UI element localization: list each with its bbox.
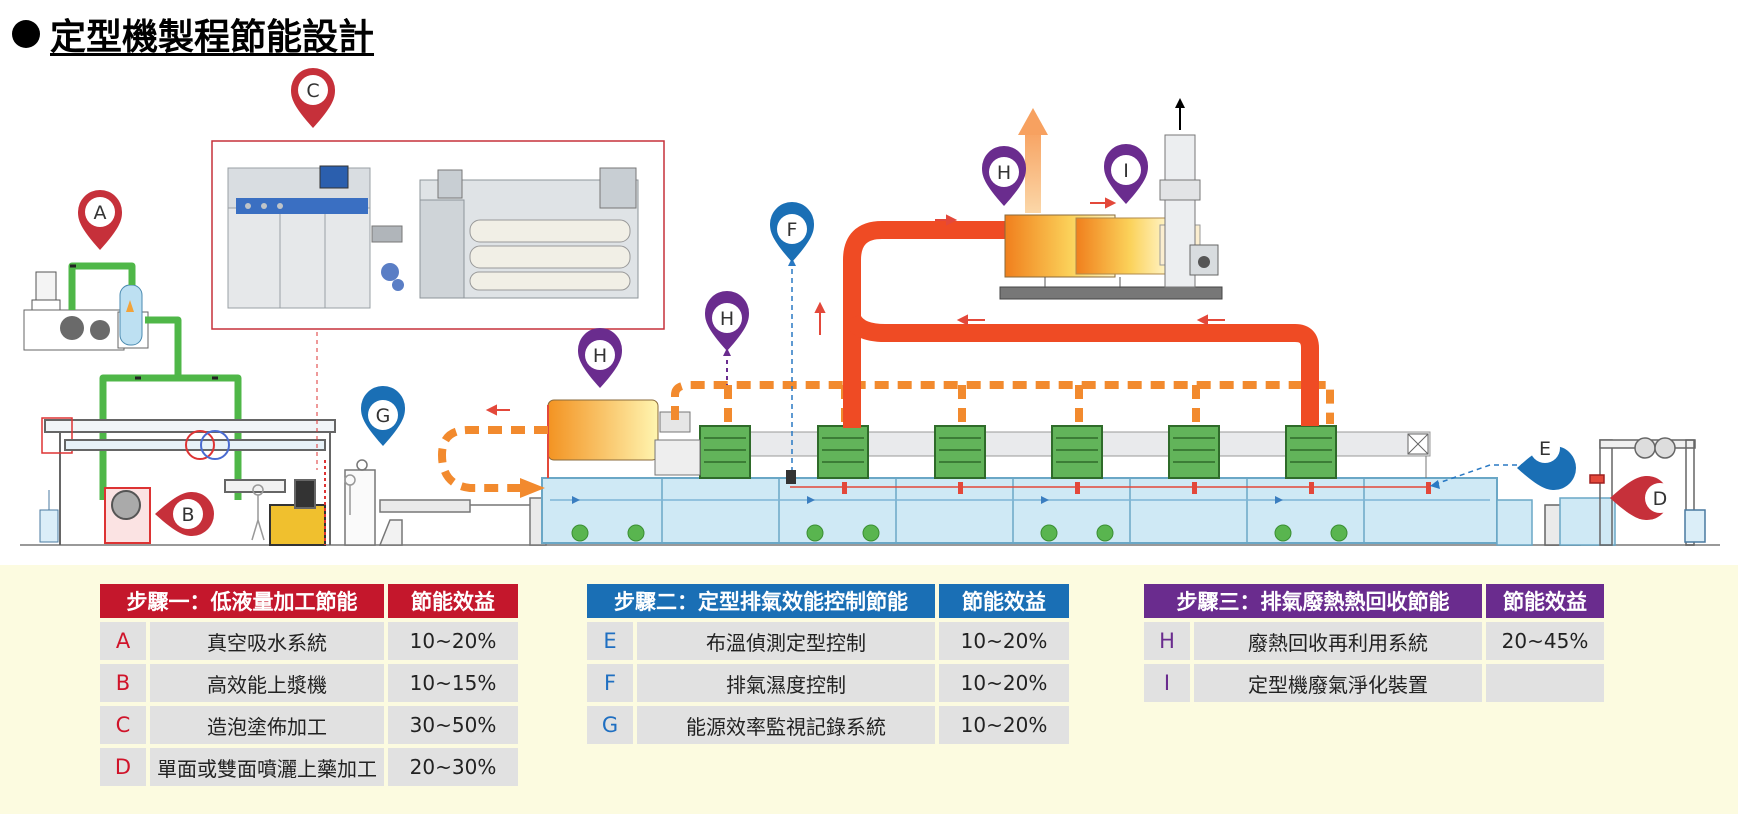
table-row: F 排氣濕度控制 10~20% bbox=[587, 664, 1069, 702]
step1-benefit-header: 節能效益 bbox=[388, 584, 518, 618]
row-benefit: 20~30% bbox=[388, 748, 518, 786]
svg-text:D: D bbox=[1653, 488, 1668, 510]
coating-equipment-photo bbox=[211, 140, 665, 330]
table-row: D 單面或雙面噴灑上藥加工 20~30% bbox=[100, 748, 518, 786]
row-name: 真空吸水系統 bbox=[150, 622, 384, 660]
row-name: 布溫偵測定型控制 bbox=[637, 622, 935, 660]
step3-table: 步驟三：排氣廢熱熱回收節能 節能效益 H 廢熱回收再利用系統 20~45% I … bbox=[1140, 580, 1608, 706]
marker-h-left: H bbox=[578, 328, 622, 388]
marker-g: G bbox=[361, 386, 405, 446]
operator-figures bbox=[251, 474, 356, 541]
small-red-arrows bbox=[485, 404, 510, 416]
stenter-tank bbox=[541, 477, 1498, 544]
row-code: H bbox=[1144, 622, 1190, 660]
step1-table: 步驟一：低液量加工節能 節能效益 A 真空吸水系統 10~20% B 高效能上漿… bbox=[96, 580, 522, 790]
svg-text:H: H bbox=[720, 308, 734, 330]
marker-h-top: H bbox=[982, 146, 1026, 206]
row-name: 排氣濕度控制 bbox=[637, 664, 935, 702]
humidity-sensor bbox=[786, 470, 796, 484]
row-name: 廢熱回收再利用系統 bbox=[1194, 622, 1482, 660]
svg-text:H: H bbox=[593, 345, 607, 367]
row-code: G bbox=[587, 706, 633, 744]
row-benefit: 10~20% bbox=[939, 706, 1069, 744]
red-exhaust-duct bbox=[843, 221, 1319, 428]
marker-a: A bbox=[78, 190, 122, 250]
table-row: G 能源效率監視記錄系統 10~20% bbox=[587, 706, 1069, 744]
exhaust-up-arrow bbox=[1018, 108, 1048, 213]
left-coil bbox=[39, 490, 59, 543]
spray-unit bbox=[1496, 437, 1706, 546]
row-benefit: 20~45% bbox=[1486, 622, 1604, 660]
heat-recovery-unit-left bbox=[547, 399, 701, 478]
row-benefit: 10~20% bbox=[939, 664, 1069, 702]
row-benefit: 10~15% bbox=[388, 664, 518, 702]
svg-text:G: G bbox=[376, 405, 391, 427]
row-code: B bbox=[100, 664, 146, 702]
svg-text:F: F bbox=[787, 219, 798, 241]
marker-f: F bbox=[770, 202, 814, 262]
step1-header: 步驟一：低液量加工節能 bbox=[100, 584, 384, 618]
svg-text:H: H bbox=[997, 162, 1011, 184]
table-row: B 高效能上漿機 10~15% bbox=[100, 664, 518, 702]
row-name: 造泡塗佈加工 bbox=[150, 706, 384, 744]
row-benefit bbox=[1486, 664, 1604, 702]
svg-text:B: B bbox=[181, 504, 194, 526]
row-name: 單面或雙面噴灑上藥加工 bbox=[150, 748, 384, 786]
marker-c: C bbox=[291, 68, 335, 128]
row-code: F bbox=[587, 664, 633, 702]
table-row: C 造泡塗佈加工 30~50% bbox=[100, 706, 518, 744]
row-benefit: 10~20% bbox=[388, 622, 518, 660]
step2-benefit-header: 節能效益 bbox=[939, 584, 1069, 618]
step3-header: 步驟三：排氣廢熱熱回收節能 bbox=[1144, 584, 1482, 618]
row-code: C bbox=[100, 706, 146, 744]
row-code: I bbox=[1144, 664, 1190, 702]
marker-e: E bbox=[1517, 433, 1576, 490]
row-name: 能源效率監視記錄系統 bbox=[637, 706, 935, 744]
svg-text:E: E bbox=[1539, 438, 1551, 460]
table-row: E 布溫偵測定型控制 10~20% bbox=[587, 622, 1069, 660]
padder-machine bbox=[41, 417, 336, 546]
row-name: 高效能上漿機 bbox=[150, 664, 384, 702]
page-title: 定型機製程節能設計 bbox=[12, 8, 374, 60]
step3-benefit-header: 節能效益 bbox=[1486, 584, 1604, 618]
marker-b: B bbox=[155, 492, 214, 536]
process-diagram: A B C D E F G H H H bbox=[20, 68, 1720, 546]
title-bullet bbox=[12, 20, 40, 48]
exhaust-fans bbox=[699, 425, 1337, 479]
svg-text:A: A bbox=[94, 202, 107, 224]
hot-air-arrow bbox=[520, 478, 545, 498]
e-link-line bbox=[1429, 464, 1535, 487]
marker-i: I bbox=[1104, 144, 1148, 204]
row-code: D bbox=[100, 748, 146, 786]
step2-header: 步驟二：定型排氣效能控制節能 bbox=[587, 584, 935, 618]
table-row: H 廢熱回收再利用系統 20~45% bbox=[1144, 622, 1604, 660]
row-benefit: 30~50% bbox=[388, 706, 518, 744]
row-code: A bbox=[100, 622, 146, 660]
chimney-stack bbox=[1159, 98, 1219, 288]
table-row: I 定型機廢氣淨化裝置 bbox=[1144, 664, 1604, 702]
row-benefit: 10~20% bbox=[939, 622, 1069, 660]
marker-d: D bbox=[1610, 476, 1675, 520]
table-row: A 真空吸水系統 10~20% bbox=[100, 622, 518, 660]
svg-text:C: C bbox=[306, 80, 319, 102]
marker-h-mid: H bbox=[705, 291, 749, 351]
green-piping bbox=[68, 262, 242, 500]
row-name: 定型機廢氣淨化裝置 bbox=[1194, 664, 1482, 702]
row-code: E bbox=[587, 622, 633, 660]
step2-table: 步驟二：定型排氣效能控制節能 節能效益 E 布溫偵測定型控制 10~20% F … bbox=[583, 580, 1073, 748]
svg-text:I: I bbox=[1123, 160, 1129, 182]
page-title-text: 定型機製程節能設計 bbox=[50, 17, 375, 58]
